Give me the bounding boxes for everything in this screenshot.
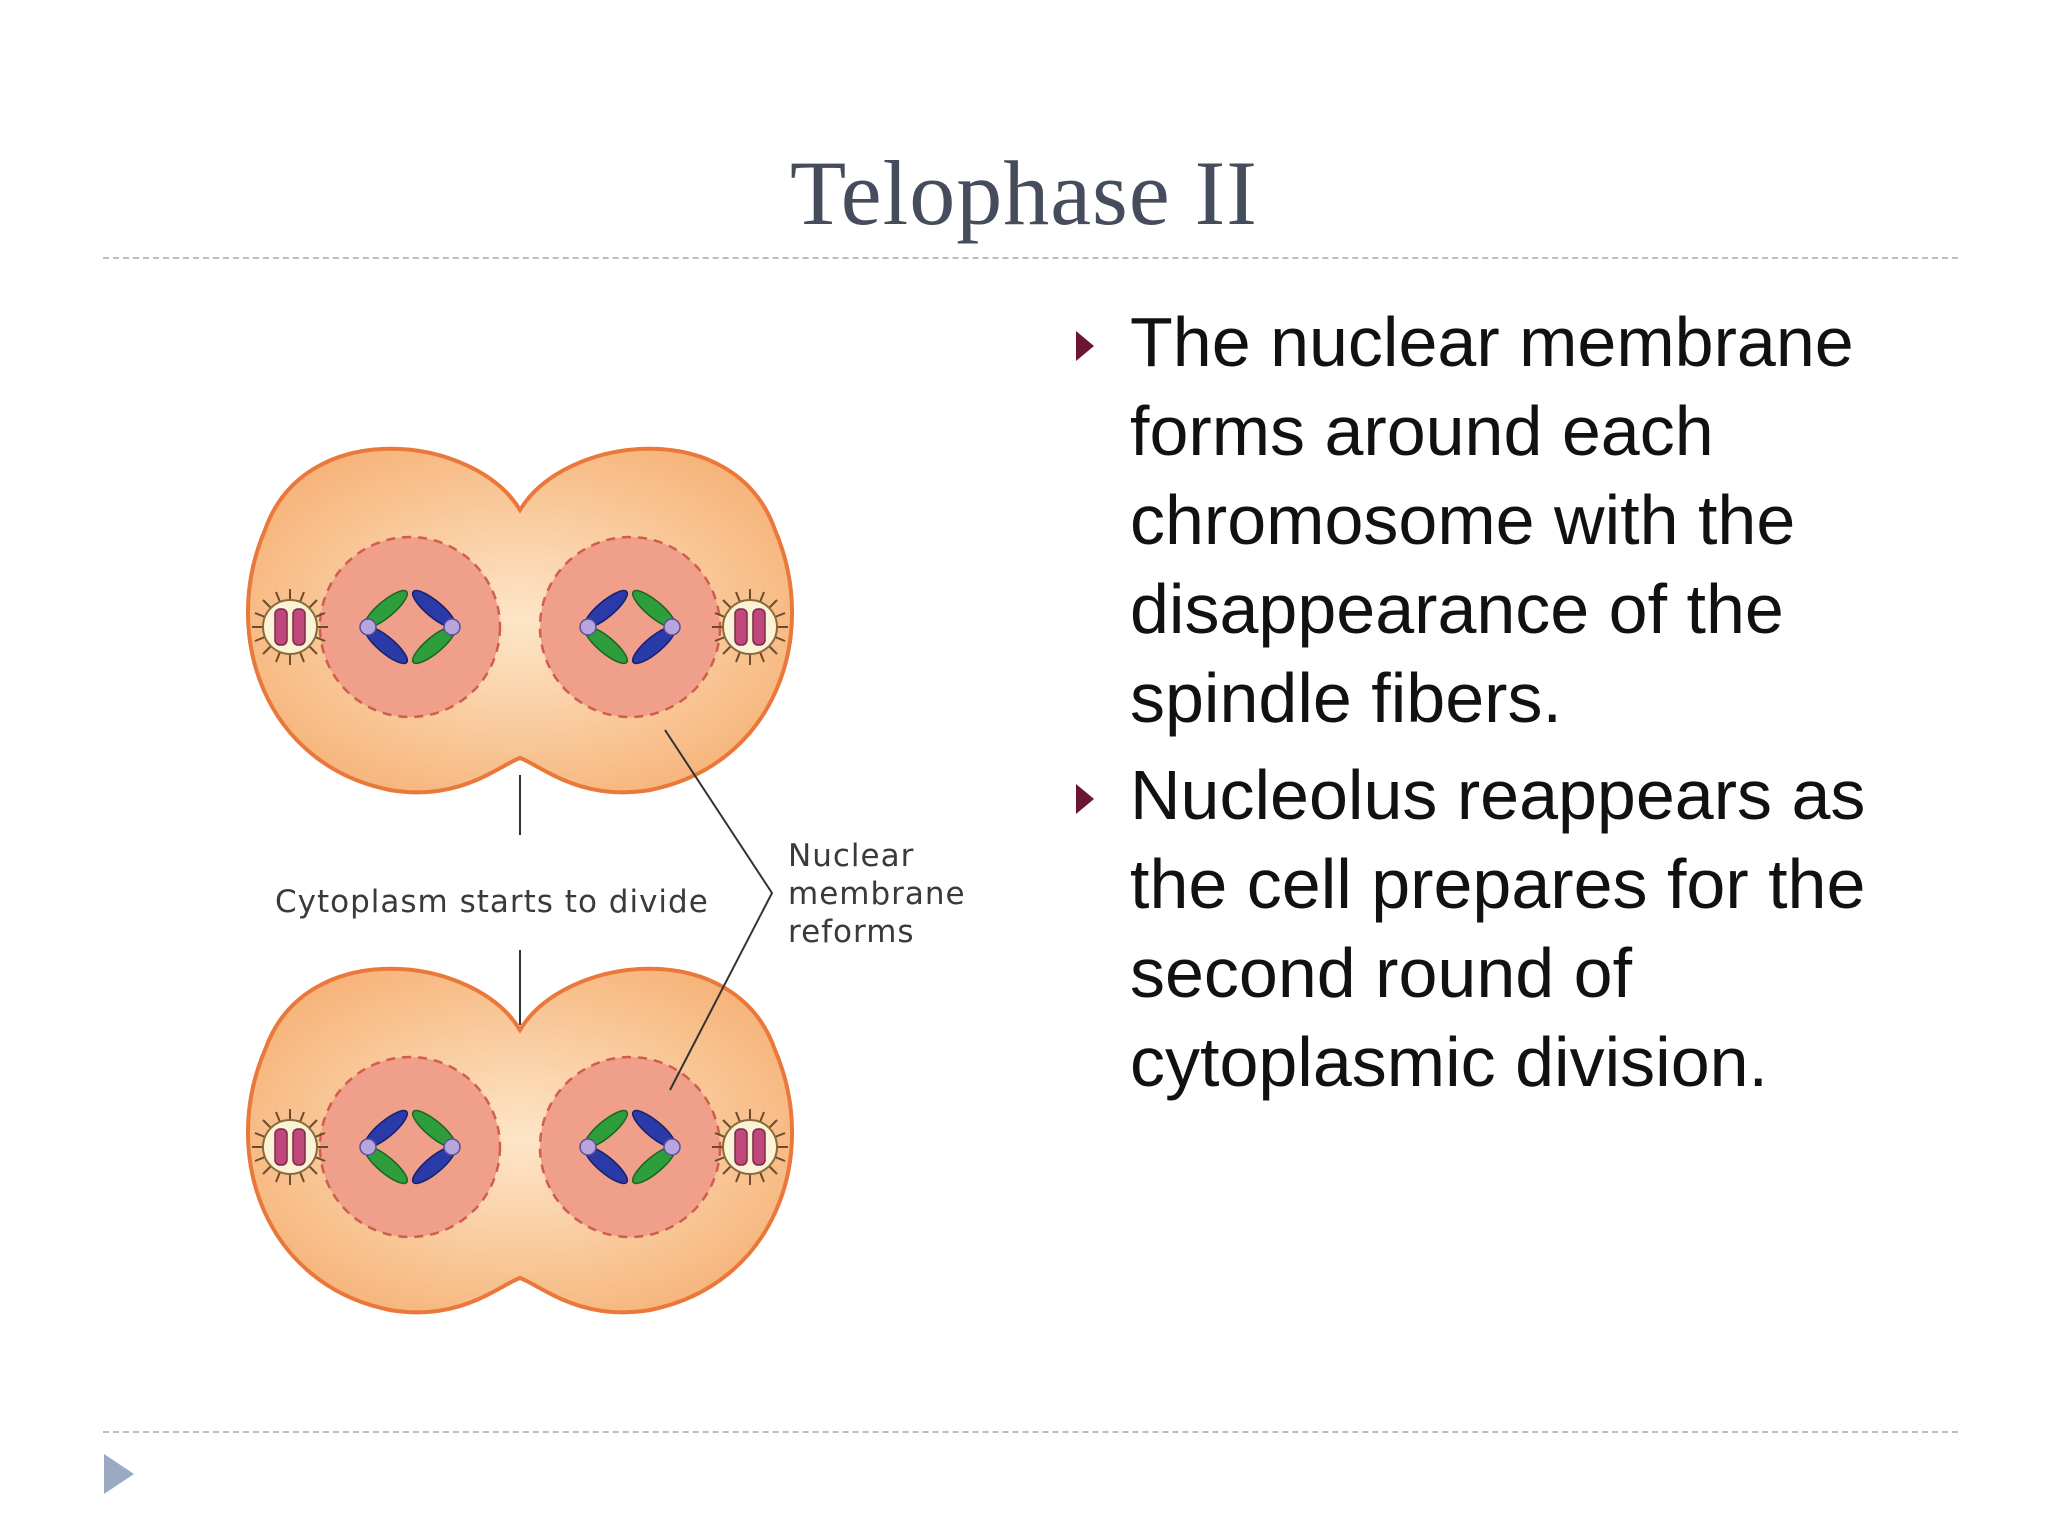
bullet-text: Nucleolus reappears as the cell prepares…	[1130, 756, 1866, 1101]
label-cytoplasm: Cytoplasm starts to divide	[275, 884, 709, 920]
bottom-divider	[103, 1431, 1958, 1433]
label-nuclear-1: Nuclear	[788, 838, 914, 874]
top-divider	[103, 257, 1958, 259]
triangle-bullet-icon	[1076, 784, 1094, 814]
leader-lines	[519, 729, 774, 1091]
slide-title: Telophase II	[790, 142, 1258, 244]
cell-top	[245, 446, 795, 795]
telophase-diagram: Cytoplasm starts to divide Nuclear membr…	[245, 446, 966, 1315]
bullet-item: The nuclear membrane forms around each c…	[1068, 298, 1968, 743]
label-nuclear-2: membrane	[788, 876, 966, 912]
play-arrow-icon[interactable]	[102, 1452, 136, 1496]
bullet-list: The nuclear membrane forms around each c…	[1068, 298, 1968, 1115]
bullet-item: Nucleolus reappears as the cell prepares…	[1068, 751, 1968, 1107]
bullet-text: The nuclear membrane forms around each c…	[1130, 303, 1854, 737]
label-nuclear-3: reforms	[788, 914, 915, 950]
triangle-bullet-icon	[1076, 331, 1094, 361]
